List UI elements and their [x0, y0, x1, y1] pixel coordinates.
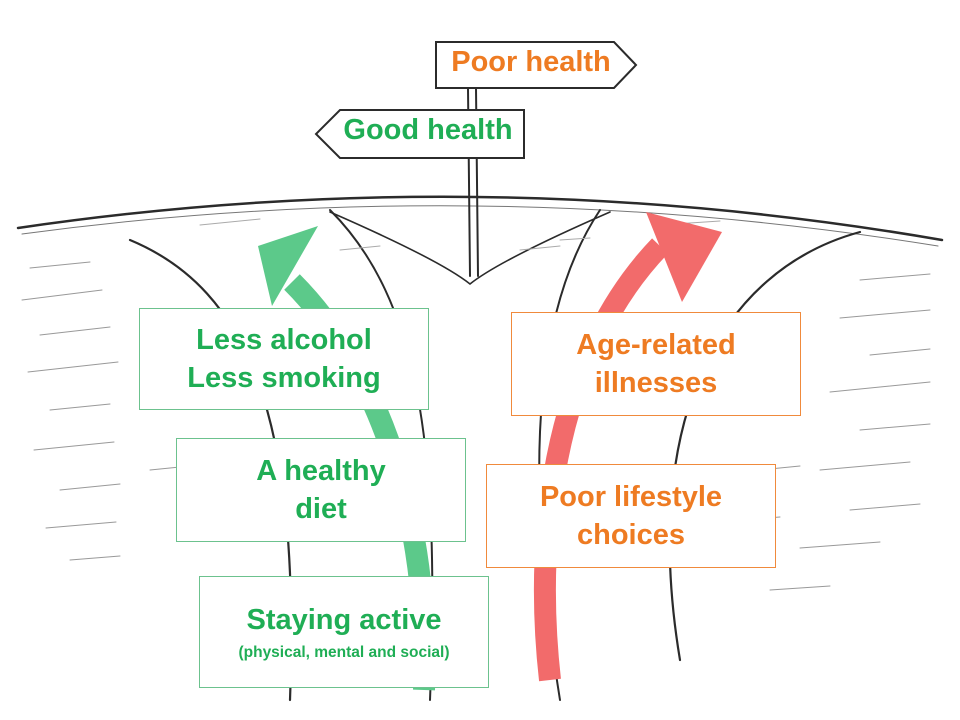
good-health-sign-board	[314, 109, 525, 159]
factor-box-less-alcohol-smoking: Less alcohol Less smoking	[139, 308, 429, 410]
poor-health-sign-board	[435, 41, 638, 89]
poor-health-sign: Poor health	[446, 46, 616, 79]
factor-box-age-related-illnesses: Age-related illnesses	[511, 312, 801, 416]
factor-box-staying-active: Staying active (physical, mental and soc…	[199, 576, 489, 688]
fork-point	[329, 211, 611, 286]
factor-line: Poor lifestyle	[539, 480, 723, 513]
poor-health-label: Poor health	[451, 46, 611, 78]
factor-line: Staying active	[246, 603, 442, 636]
factor-box-poor-lifestyle-choices: Poor lifestyle choices	[486, 464, 776, 568]
good-health-label: Good health	[343, 114, 513, 146]
good-health-sign: Good health	[330, 114, 526, 147]
factor-box-healthy-diet: A healthy diet	[176, 438, 466, 542]
factor-line: Age-related	[576, 328, 736, 361]
poor-path-arrow-head	[646, 212, 722, 302]
good-path-arrow-head	[258, 226, 318, 306]
factor-line: Less alcohol	[196, 323, 372, 356]
factor-line: diet	[295, 493, 347, 525]
factor-line: A healthy	[256, 454, 386, 487]
horizon-line	[16, 195, 944, 242]
factor-line: choices	[577, 519, 685, 551]
factor-note: (physical, mental and social)	[238, 643, 450, 661]
factor-line: illnesses	[594, 367, 718, 399]
poor-path-arrow-body	[533, 238, 668, 682]
right-road-outer-edge	[668, 230, 862, 662]
factor-line: Less smoking	[187, 362, 381, 394]
